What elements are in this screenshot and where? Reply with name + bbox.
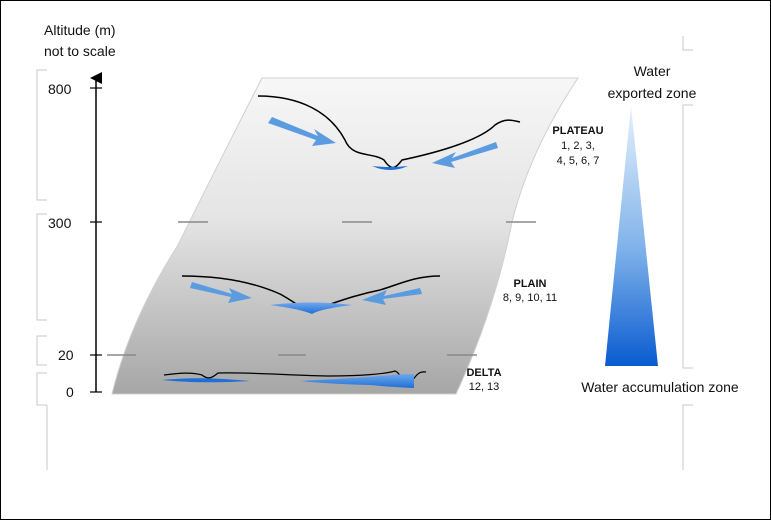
delta-water-left — [162, 378, 250, 383]
gradient-bottom-label: Water accumulation zone — [581, 379, 739, 395]
plateau-flow-arrows — [268, 117, 498, 168]
landscape-slab — [111, 77, 579, 395]
zone-name-plateau: PLATEAU — [552, 125, 603, 137]
axis-title-line1: Altitude (m) — [44, 22, 116, 38]
zone-sites-delta: 12, 13 — [469, 381, 500, 393]
right-brackets — [682, 36, 693, 470]
tick-label-300: 300 — [48, 215, 72, 231]
zone-name-plain: PLAIN — [514, 278, 547, 290]
zone-sites-plain: 8, 9, 10, 11 — [503, 292, 557, 304]
zone-sites-plateau-line2: 4, 5, 6, 7 — [557, 155, 600, 167]
gradient-top-label-line2: exported zone — [608, 85, 697, 101]
tick-label-800: 800 — [48, 81, 72, 97]
delta-water-right — [300, 374, 414, 388]
level-dashes — [107, 221, 536, 356]
axis-ticks — [90, 87, 102, 393]
zone-sites-plateau-line1: 1, 2, 3, — [561, 140, 595, 152]
left-brackets — [36, 69, 48, 470]
plain-flow-arrows — [190, 282, 422, 305]
plateau-water — [372, 166, 408, 170]
plain-water — [270, 302, 352, 314]
tick-label-20: 20 — [58, 347, 74, 363]
axis-title-line2: not to scale — [44, 43, 116, 59]
gradient-top-label-line1: Water — [634, 63, 671, 79]
zone-name-delta: DELTA — [466, 367, 501, 379]
tick-label-0: 0 — [66, 384, 74, 400]
water-gradient-triangle — [605, 106, 658, 366]
